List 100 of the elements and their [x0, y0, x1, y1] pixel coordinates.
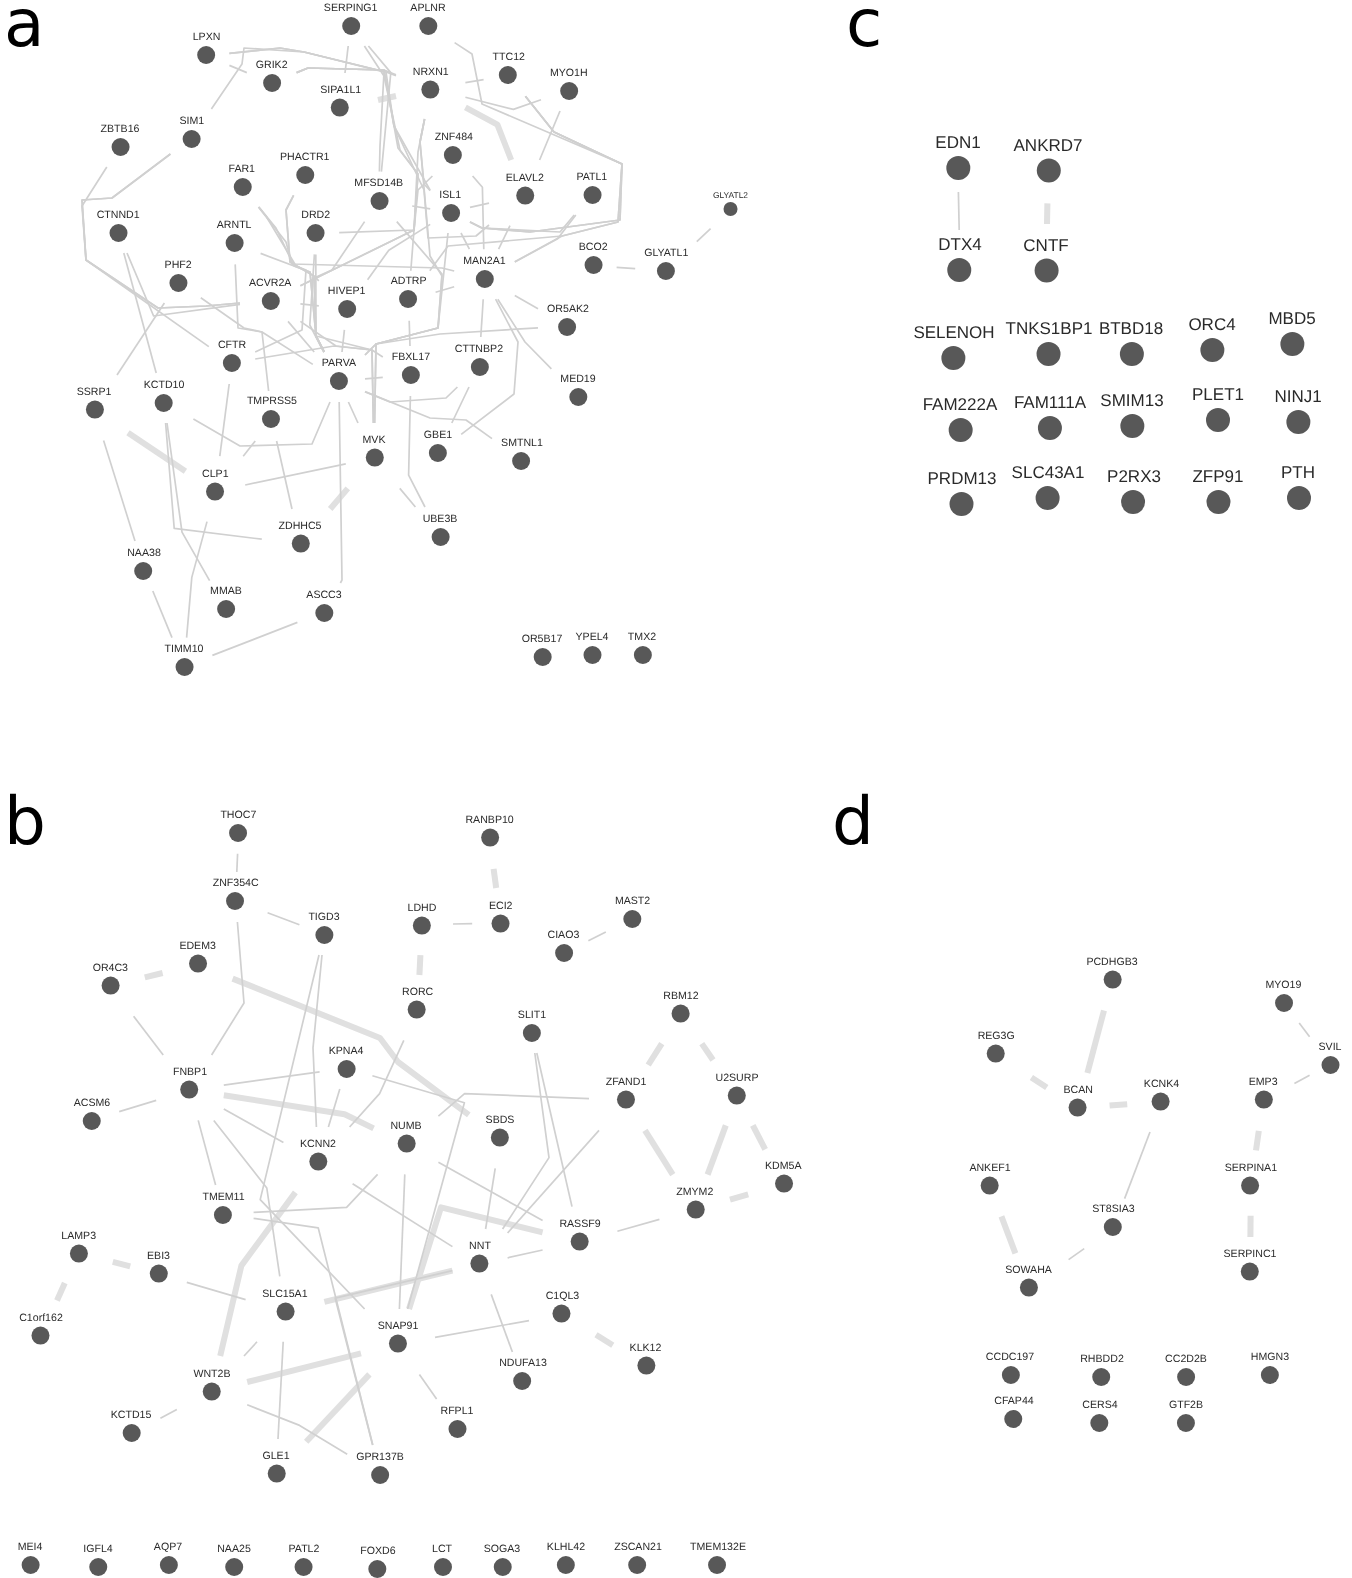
network-edge [469, 214, 576, 233]
network-edge [407, 395, 426, 508]
gene-node: PTH [1281, 464, 1315, 510]
gene-node: TNKS1BP1 [1005, 320, 1093, 366]
network-edge [371, 1074, 466, 1310]
network-edge [228, 64, 248, 74]
gene-node: BTBD18 [1098, 320, 1164, 366]
network-edge [348, 1039, 405, 1128]
network-edge [118, 1099, 158, 1113]
network-edge [341, 328, 346, 353]
network-edge [334, 1269, 454, 1446]
network-edge [164, 422, 263, 541]
network-edge [252, 1173, 379, 1214]
network-edge [126, 252, 241, 317]
network-edge [496, 298, 553, 370]
network-edge [259, 954, 366, 1310]
network-edge [185, 1281, 247, 1301]
network-edge [535, 1052, 573, 1208]
network-edge [463, 104, 514, 162]
network-edge [587, 931, 607, 942]
network-edge [126, 430, 188, 474]
network-edge [299, 320, 375, 424]
network-edge [398, 1173, 406, 1310]
network-edge [506, 1129, 600, 1234]
network-edge [166, 422, 211, 582]
network-edge [460, 232, 471, 251]
network-edge [377, 93, 397, 103]
network-edge [497, 224, 511, 251]
network-edge [501, 1052, 550, 1230]
network-edge [1084, 1009, 1107, 1074]
network-edge [338, 401, 343, 584]
network-edge [159, 1408, 178, 1420]
network-edge [223, 1092, 375, 1132]
network-edge [957, 191, 961, 231]
gene-node: MBD5 [1268, 310, 1316, 356]
network-edge [199, 296, 314, 366]
network-edge [266, 911, 301, 926]
network-edge [192, 401, 331, 447]
gene-node: ORC4 [1188, 316, 1236, 362]
gene-node: PLET1 [1192, 386, 1244, 432]
gene-node: SMIM13 [1100, 392, 1164, 438]
network-edge [513, 294, 539, 310]
network-edge [699, 1041, 716, 1062]
network-edge [729, 1191, 750, 1203]
network-edge [210, 921, 245, 1056]
network-edge [347, 401, 359, 424]
network-edge [1298, 1022, 1311, 1038]
network-edge [366, 223, 432, 281]
network-edge [112, 1258, 131, 1270]
network-edge [246, 1350, 362, 1385]
network-edge [398, 487, 417, 508]
gene-node: NINJ1 [1274, 388, 1322, 434]
network-edge [116, 302, 166, 376]
network-edge [242, 440, 257, 458]
network-edge [490, 1293, 514, 1353]
network-edge [479, 298, 485, 338]
network-edge [151, 590, 173, 639]
network-edge [1029, 1074, 1049, 1091]
network-edge [1293, 1074, 1311, 1085]
network-edge [234, 263, 270, 392]
network-edge [594, 1332, 615, 1348]
network-edge [246, 1403, 349, 1456]
network-edge [312, 954, 323, 1128]
network-edge [460, 298, 519, 436]
network-edge [218, 383, 231, 458]
network-edge [538, 110, 561, 161]
network-edge [122, 252, 158, 374]
network-edge [469, 202, 490, 209]
network-edge [364, 390, 493, 440]
network-edge [615, 266, 637, 270]
network-edge [275, 440, 293, 510]
network-edge [642, 1128, 676, 1177]
network-edge [364, 376, 384, 380]
network-edge [464, 96, 542, 111]
network-edge [217, 1190, 298, 1357]
network-edge [257, 206, 456, 272]
network-edge [437, 1161, 544, 1222]
gene-node: ANKRD7 [996, 124, 1100, 204]
network-edge [450, 386, 470, 424]
gene-node: FAM222A [922, 396, 998, 442]
network-edge [434, 1319, 530, 1339]
network-edge [1253, 1130, 1262, 1151]
network-edge [1123, 1131, 1151, 1200]
network-edge [750, 1124, 768, 1151]
gene-node: P2RX3 [1107, 468, 1161, 514]
network-edge [351, 1182, 454, 1248]
network-edge [212, 1119, 281, 1278]
network-edge [243, 1340, 258, 1357]
network-edge [244, 462, 347, 486]
network-edge [185, 520, 208, 639]
network-edge [428, 95, 623, 272]
network-edge [506, 1249, 544, 1259]
network-edge [144, 970, 164, 981]
network-edge [464, 78, 485, 84]
network-edge [418, 1373, 438, 1400]
network-edge [295, 67, 419, 234]
network-edge [437, 1092, 590, 1118]
network-edge [434, 285, 456, 294]
network-edge [490, 868, 500, 889]
panel-letter: a [4, 0, 45, 50]
